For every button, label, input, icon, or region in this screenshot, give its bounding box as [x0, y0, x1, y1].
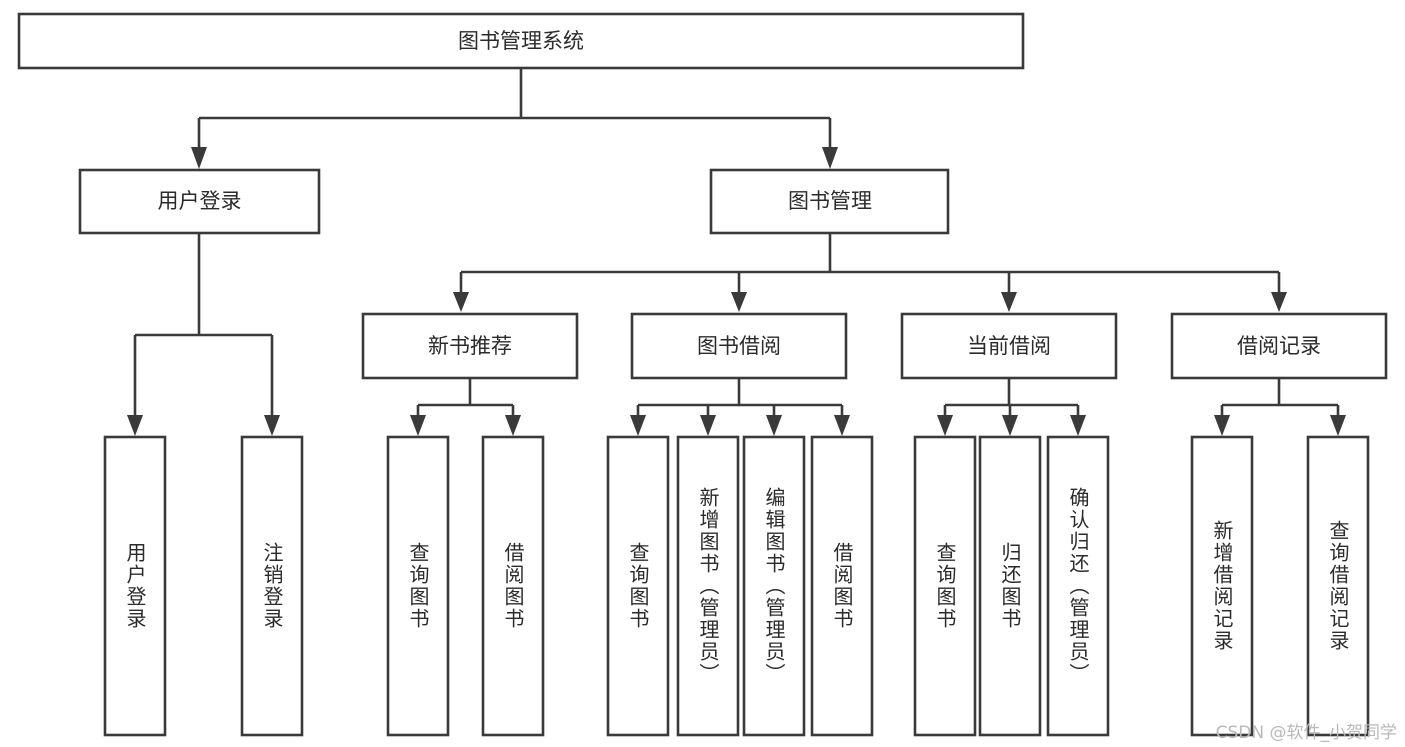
node-label-leaf-book-borrow-3: 借阅图书 [830, 542, 854, 630]
node-book-management[interactable]: 图书管理 [709, 168, 950, 235]
node-leaf-new-book-1[interactable]: 借阅图书 [481, 435, 545, 737]
node-leaf-book-borrow-3[interactable]: 借阅图书 [810, 435, 874, 737]
node-label-leaf-current-borrow-2: 确认归还（管理员） [1066, 487, 1090, 685]
node-leaf-current-borrow-0[interactable]: 查询图书 [913, 435, 977, 737]
node-label-borrow-record: 借阅记录 [1237, 334, 1321, 358]
watermark-text: CSDN @软件_小贺同学 [1215, 723, 1397, 743]
arrowhead-current-leaf-1 [1002, 415, 1018, 436]
node-label-leaf-book-borrow-2: 编辑图书（管理员） [762, 487, 786, 685]
node-user-login[interactable]: 用户登录 [78, 168, 321, 235]
node-label-leaf-book-borrow-0: 查询图书 [626, 542, 650, 630]
node-leaf-current-borrow-2[interactable]: 确认归还（管理员） [1046, 435, 1110, 737]
node-leaf-new-book-0[interactable]: 查询图书 [386, 435, 450, 737]
node-label-leaf-new-book-1: 借阅图书 [501, 542, 525, 630]
arrowhead-current-leaf-2 [1070, 415, 1086, 436]
arrowhead-new-book [453, 292, 469, 312]
node-label-user-login: 用户登录 [158, 189, 242, 213]
node-label-leaf-borrow-record-0: 新增借阅记录 [1210, 520, 1234, 652]
connector-layer [127, 68, 1346, 436]
node-label-new-book-recommend: 新书推荐 [428, 334, 512, 358]
node-label-leaf-user-login-1: 注销登录 [260, 542, 284, 630]
node-label-leaf-book-borrow-1: 新增图书（管理员） [696, 487, 720, 685]
node-leaf-user-login-1[interactable]: 注销登录 [240, 435, 304, 737]
arrowhead-current [1001, 292, 1017, 312]
node-label-root: 图书管理系统 [458, 29, 584, 53]
node-borrow-record[interactable]: 借阅记录 [1170, 312, 1388, 380]
node-label-book-borrow: 图书借阅 [697, 334, 781, 358]
node-new-book-recommend[interactable]: 新书推荐 [361, 312, 579, 380]
node-label-leaf-new-book-0: 查询图书 [406, 542, 430, 630]
node-root-system[interactable]: 图书管理系统 [17, 12, 1025, 70]
node-label-book-management: 图书管理 [788, 189, 872, 213]
arrowhead-record-leaf-1 [1330, 415, 1346, 436]
arrowhead-new-book-leaf-0 [410, 415, 426, 436]
node-leaf-borrow-record-1[interactable]: 查询借阅记录 [1306, 435, 1370, 737]
arrowhead-user-login-leaf-0 [127, 415, 143, 436]
node-label-leaf-current-borrow-0: 查询图书 [933, 542, 957, 630]
node-leaf-borrow-record-0[interactable]: 新增借阅记录 [1190, 435, 1254, 737]
node-leaf-book-borrow-2[interactable]: 编辑图书（管理员） [742, 435, 806, 737]
arrowhead-borrow-leaf-1 [700, 415, 716, 436]
arrowhead-record [1271, 292, 1287, 312]
node-leaf-current-borrow-1[interactable]: 归还图书 [978, 435, 1042, 737]
node-leaf-user-login-0[interactable]: 用户登录 [103, 435, 167, 737]
arrowhead-borrow-leaf-2 [766, 415, 782, 436]
arrowhead-borrow-leaf-3 [834, 415, 850, 436]
node-leaf-book-borrow-1[interactable]: 新增图书（管理员） [676, 435, 740, 737]
arrowhead-user-login-leaf-1 [264, 415, 280, 436]
node-label-leaf-borrow-record-1: 查询借阅记录 [1326, 520, 1350, 652]
arrowhead-new-book-leaf-1 [505, 415, 521, 436]
arrowhead-borrow-leaf-0 [630, 415, 646, 436]
node-label-leaf-user-login-0: 用户登录 [123, 542, 147, 630]
node-current-borrow[interactable]: 当前借阅 [900, 312, 1118, 380]
node-leaf-book-borrow-0[interactable]: 查询图书 [606, 435, 670, 737]
arrowhead-user-login [191, 147, 207, 169]
node-label-current-borrow: 当前借阅 [967, 334, 1051, 358]
arrowhead-borrow [731, 292, 747, 312]
arrowhead-record-leaf-0 [1214, 415, 1230, 436]
node-label-leaf-current-borrow-1: 归还图书 [998, 542, 1022, 630]
arrowhead-book-mgmt [822, 147, 838, 169]
arrowhead-current-leaf-0 [937, 415, 953, 436]
node-book-borrow[interactable]: 图书借阅 [630, 312, 848, 380]
